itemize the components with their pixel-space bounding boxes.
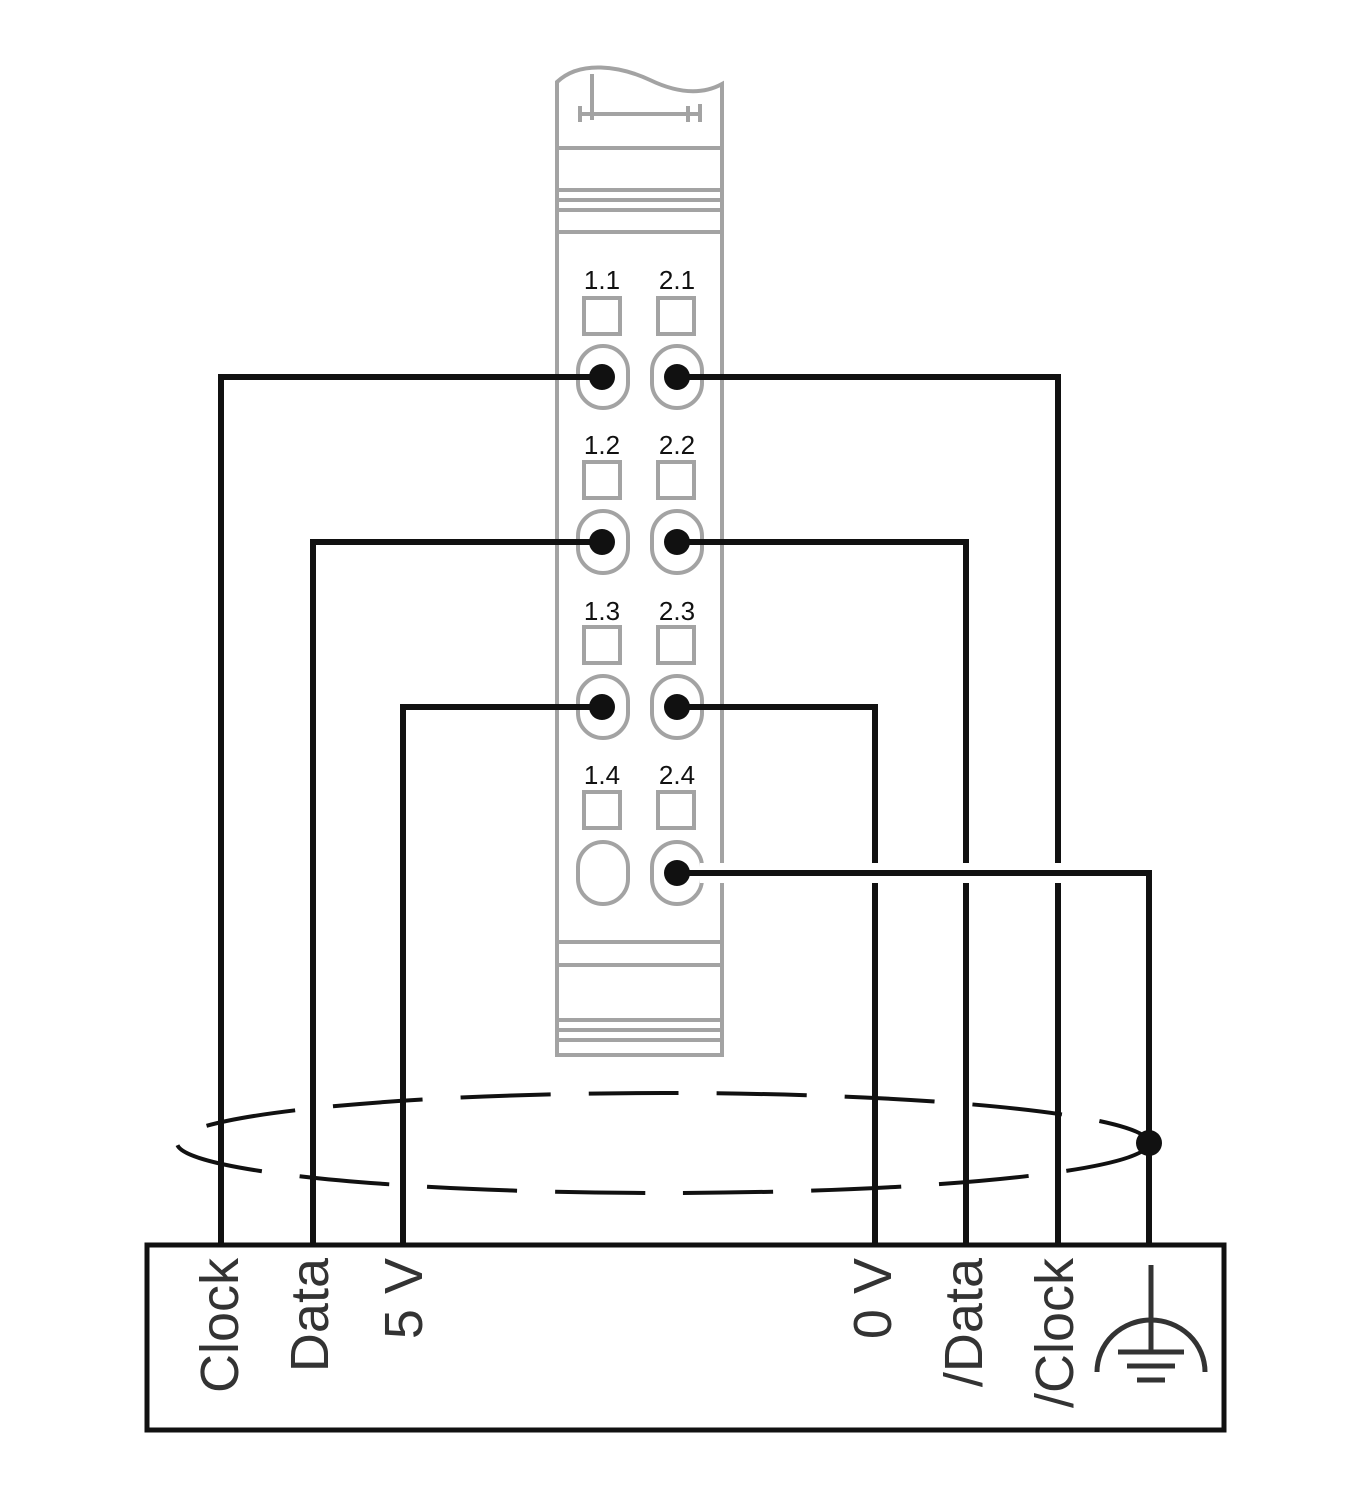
cable-shield [175, 1091, 1151, 1195]
pin-label-2-2: 2.2 [659, 430, 695, 460]
wire-ndata [677, 539, 969, 1245]
pin-dot-2-4 [664, 860, 690, 886]
module-top-marker [578, 74, 702, 122]
pin-label-2-4: 2.4 [659, 760, 695, 790]
led-square [656, 625, 696, 665]
terminal-label-data: Data [280, 1257, 340, 1372]
led-square [656, 460, 696, 500]
wire-clock [218, 374, 602, 1245]
terminal-label-5v: 5 V [374, 1258, 434, 1339]
pin-label-1-4: 1.4 [584, 760, 620, 790]
led-square [656, 296, 696, 336]
terminal-label-clock: Clock [190, 1257, 250, 1393]
io-module [555, 65, 724, 1057]
shield-junction-dot [1136, 1130, 1162, 1156]
wires [218, 374, 1152, 1245]
pin-label-1-2: 1.2 [584, 430, 620, 460]
led-square [582, 296, 622, 336]
pin-label-1-3: 1.3 [584, 596, 620, 626]
module-body [555, 65, 724, 1057]
terminal-label-nclock: /Clock [1025, 1257, 1085, 1408]
wire-5v [400, 704, 602, 1245]
pin-dot-2-1 [664, 364, 690, 390]
wire-ground [677, 870, 1152, 1245]
led-square [582, 790, 622, 830]
pin-dot-1-3 [589, 694, 615, 720]
led-square [656, 790, 696, 830]
connection-dots [589, 364, 1162, 1156]
pin-label-1-1: 1.1 [584, 265, 620, 295]
pin-label-2-3: 2.3 [659, 596, 695, 626]
terminal-label-ndata: /Data [934, 1257, 994, 1387]
pin-dot-1-2 [589, 529, 615, 555]
pin-dot-2-3 [664, 694, 690, 720]
pin-labels: 1.1 2.1 1.2 2.2 1.3 2.3 1.4 2.4 [584, 265, 695, 790]
wire-data [310, 539, 602, 1245]
encoder-box [144, 1242, 1227, 1433]
wire-0v [677, 704, 878, 1245]
terminal-labels: Clock Data 5 V 0 V /Data /Clock [190, 1257, 1085, 1408]
pin-label-2-1: 2.1 [659, 265, 695, 295]
terminal-socket [576, 840, 630, 906]
wire-nclock [677, 374, 1061, 1245]
pin-dot-1-1 [589, 364, 615, 390]
pin-dot-2-2 [664, 529, 690, 555]
led-square [582, 460, 622, 500]
led-square [582, 625, 622, 665]
terminal-label-0v: 0 V [843, 1258, 903, 1339]
ground-icon [1094, 1265, 1208, 1383]
